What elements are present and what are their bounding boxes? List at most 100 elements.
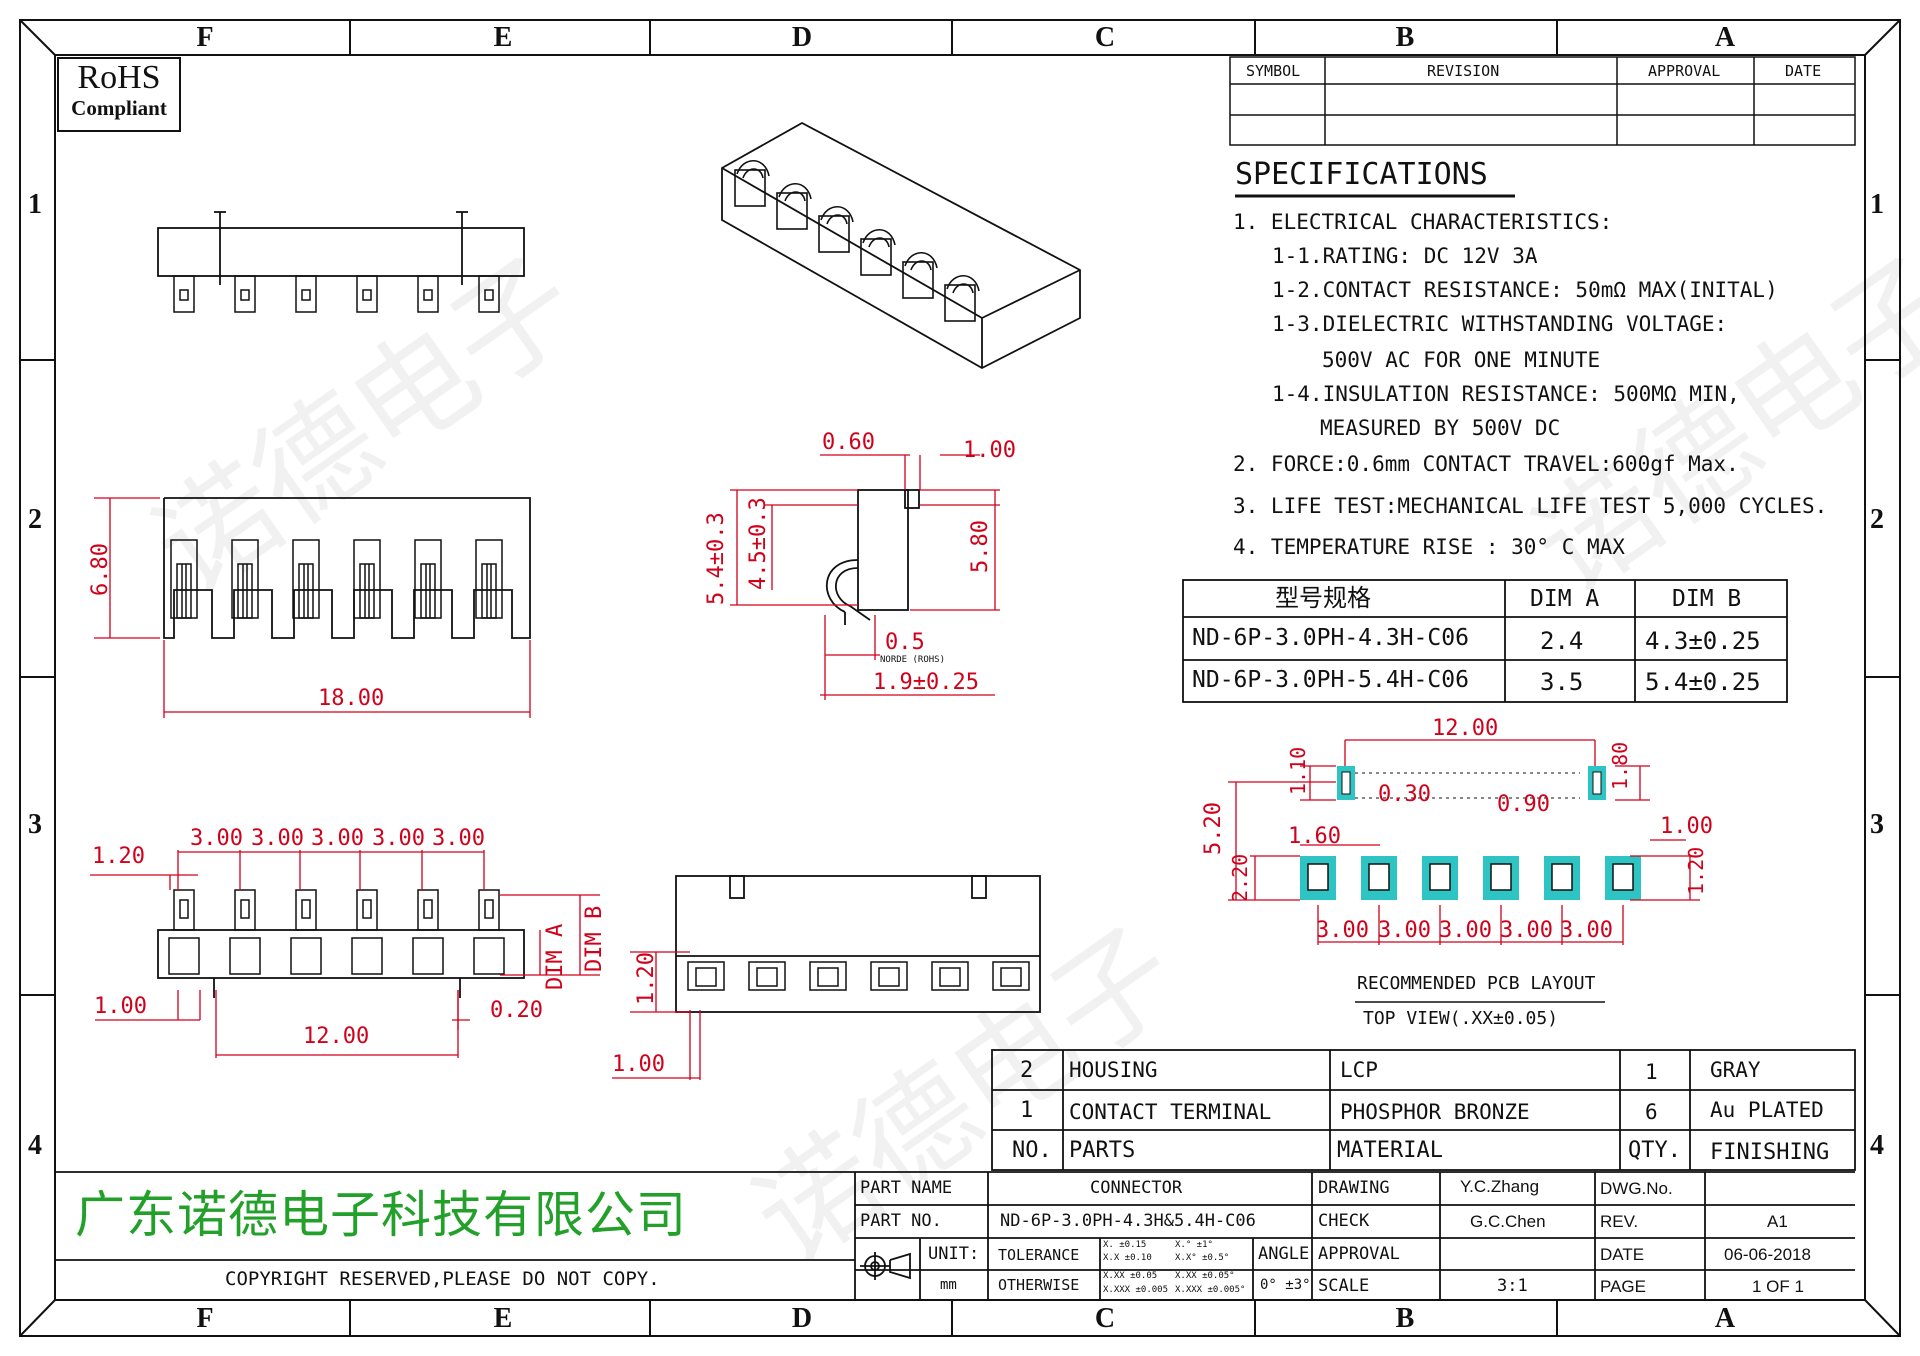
terminal-top-hole: [179, 289, 189, 301]
zone-label-right: 2: [1870, 504, 1884, 535]
bom-header-no: NO.: [1012, 1138, 1052, 1163]
zone-label-bottom: B: [1395, 1303, 1415, 1334]
drawing-label: DRAWING: [1318, 1178, 1390, 1198]
zone-label-top: C: [1094, 22, 1116, 53]
iso-contact-arc: [784, 191, 806, 202]
bom-header-material: MATERIAL: [1337, 1138, 1443, 1163]
dim-rear-1-00: 1.00: [612, 1052, 665, 1077]
dim-a-label: DIM A: [543, 923, 568, 990]
dim-bottom-pitch: 3.00: [251, 826, 304, 851]
zone-label-left: 1: [28, 189, 42, 220]
rev-approval-header: APPROVAL: [1648, 62, 1721, 80]
rear-pocket: [992, 961, 1030, 991]
bottom-terminal-slot: [301, 899, 311, 919]
tol-line: X.XXX ±0.005: [1103, 1285, 1169, 1295]
pcb-pitch: 3.00: [1378, 918, 1431, 943]
iso-contact-arc: [868, 237, 890, 248]
iso-contact-arc: [742, 168, 764, 179]
rear-pocket-inner: [878, 967, 900, 987]
zone-label-top: D: [791, 22, 813, 53]
dim-bottom-pitch: 3.00: [432, 826, 485, 851]
part-name: CONNECTOR: [1090, 1178, 1183, 1198]
dim-side-4-5: 4.5±0.3: [746, 497, 771, 590]
front-contact: [359, 563, 375, 619]
pcb-dim-12-00: 12.00: [1432, 716, 1499, 741]
rear-pocket-inner: [817, 967, 839, 987]
bom-header-parts: PARTS: [1069, 1138, 1136, 1163]
pcb-dim-5-20: 5.20: [1201, 802, 1226, 855]
model-header-type: 型号规格: [1275, 584, 1371, 612]
ang-line: X.° ±1°: [1175, 1240, 1213, 1250]
dim-side-0-5: 0.5: [885, 630, 925, 655]
bom-no: 1: [1020, 1098, 1034, 1123]
rear-pocket: [687, 961, 725, 991]
dim-bottom-pitch: 3.00: [372, 826, 425, 851]
iso-terminal: [776, 192, 808, 230]
iso-terminal: [944, 284, 976, 322]
model-row-dim-a: 2.4: [1540, 627, 1584, 655]
zone-label-bottom: A: [1714, 1303, 1736, 1334]
zone-label-right: 3: [1870, 809, 1884, 840]
terminal-top-hole: [362, 289, 372, 301]
bom-part: HOUSING: [1069, 1058, 1158, 1082]
part-no-label: PART NO.: [860, 1211, 942, 1231]
model-row-part: ND-6P-3.0PH-5.4H-C06: [1192, 667, 1469, 693]
date-label: DATE: [1600, 1245, 1645, 1264]
model-header-dim-b: DIM B: [1672, 586, 1742, 612]
pcb-dim-0-90: 0.90: [1497, 792, 1550, 817]
pcb-dim-1-00: 1.00: [1660, 814, 1713, 839]
dim-front-width: 18.00: [318, 686, 385, 711]
bom-header-qty: QTY.: [1628, 1138, 1681, 1163]
otherwise-label: OTHERWISE: [998, 1276, 1080, 1294]
bottom-pocket: [351, 937, 383, 975]
bom-no: 2: [1020, 1058, 1034, 1083]
model-row-dim-b: 4.3±0.25: [1645, 627, 1761, 655]
terminal-top: [234, 275, 256, 313]
pcb-signal-pad-hole: [1307, 863, 1329, 891]
front-slot: [231, 539, 259, 619]
dwg-no-label: DWG.No.: [1600, 1179, 1673, 1198]
page-value: 1 OF 1: [1752, 1277, 1804, 1296]
rev-label: REV.: [1600, 1212, 1639, 1231]
iso-contact-arc: [952, 283, 974, 294]
bottom-terminal: [234, 889, 256, 931]
dim-side-5-4: 5.4±0.3: [704, 512, 729, 605]
spec-line: 4. TEMPERATURE RISE : 30° C MAX: [1233, 535, 1625, 559]
tol-line: X. ±0.15: [1103, 1240, 1147, 1250]
rev-revision-header: REVISION: [1427, 62, 1500, 80]
iso-contact-arc: [736, 159, 770, 177]
dim-rear-1-20: 1.20: [634, 952, 659, 1005]
iso-terminal: [902, 261, 934, 299]
dim-side-5-80: 5.80: [968, 520, 993, 573]
dim-side-0-60: 0.60: [822, 430, 875, 455]
pcb-layout-subtitle: TOP VIEW(.XX±0.05): [1363, 1008, 1559, 1029]
terminal-top: [295, 275, 317, 313]
tolerance-label: TOLERANCE: [998, 1246, 1080, 1264]
check-label: CHECK: [1318, 1211, 1370, 1231]
pcb-pitch: 3.00: [1316, 918, 1369, 943]
date-value: 06-06-2018: [1724, 1245, 1811, 1264]
bottom-pocket: [473, 937, 505, 975]
unit-value: mm: [940, 1277, 957, 1293]
terminal-top: [417, 275, 439, 313]
pcb-pitch: 3.00: [1500, 918, 1553, 943]
front-slot: [292, 539, 320, 619]
spec-line: 2. FORCE:0.6mm CONTACT TRAVEL:600gf Max.: [1233, 452, 1739, 476]
zone-label-top: F: [196, 22, 214, 53]
spec-line: 1-2.CONTACT RESISTANCE: 50mΩ MAX(INITAL): [1272, 278, 1778, 302]
drawing-value: Y.C.Zhang: [1460, 1177, 1540, 1196]
bottom-terminal: [478, 889, 500, 931]
dim-b-label: DIM B: [582, 905, 607, 972]
spec-line: MEASURED BY 500V DC: [1320, 416, 1561, 440]
pcb-pitch: 3.00: [1560, 918, 1613, 943]
bottom-pocket: [412, 937, 444, 975]
bom-finish: GRAY: [1710, 1058, 1761, 1082]
zone-label-bottom: F: [196, 1303, 214, 1334]
bottom-terminal: [417, 889, 439, 931]
pcb-layout-title: RECOMMENDED PCB LAYOUT: [1357, 973, 1596, 994]
zone-label-bottom: D: [791, 1303, 813, 1334]
bom-part: CONTACT TERMINAL: [1069, 1100, 1272, 1124]
iso-terminal: [818, 215, 850, 253]
iso-contact-arc: [862, 228, 896, 246]
pcb-mount-pad-hole: [1592, 771, 1602, 795]
